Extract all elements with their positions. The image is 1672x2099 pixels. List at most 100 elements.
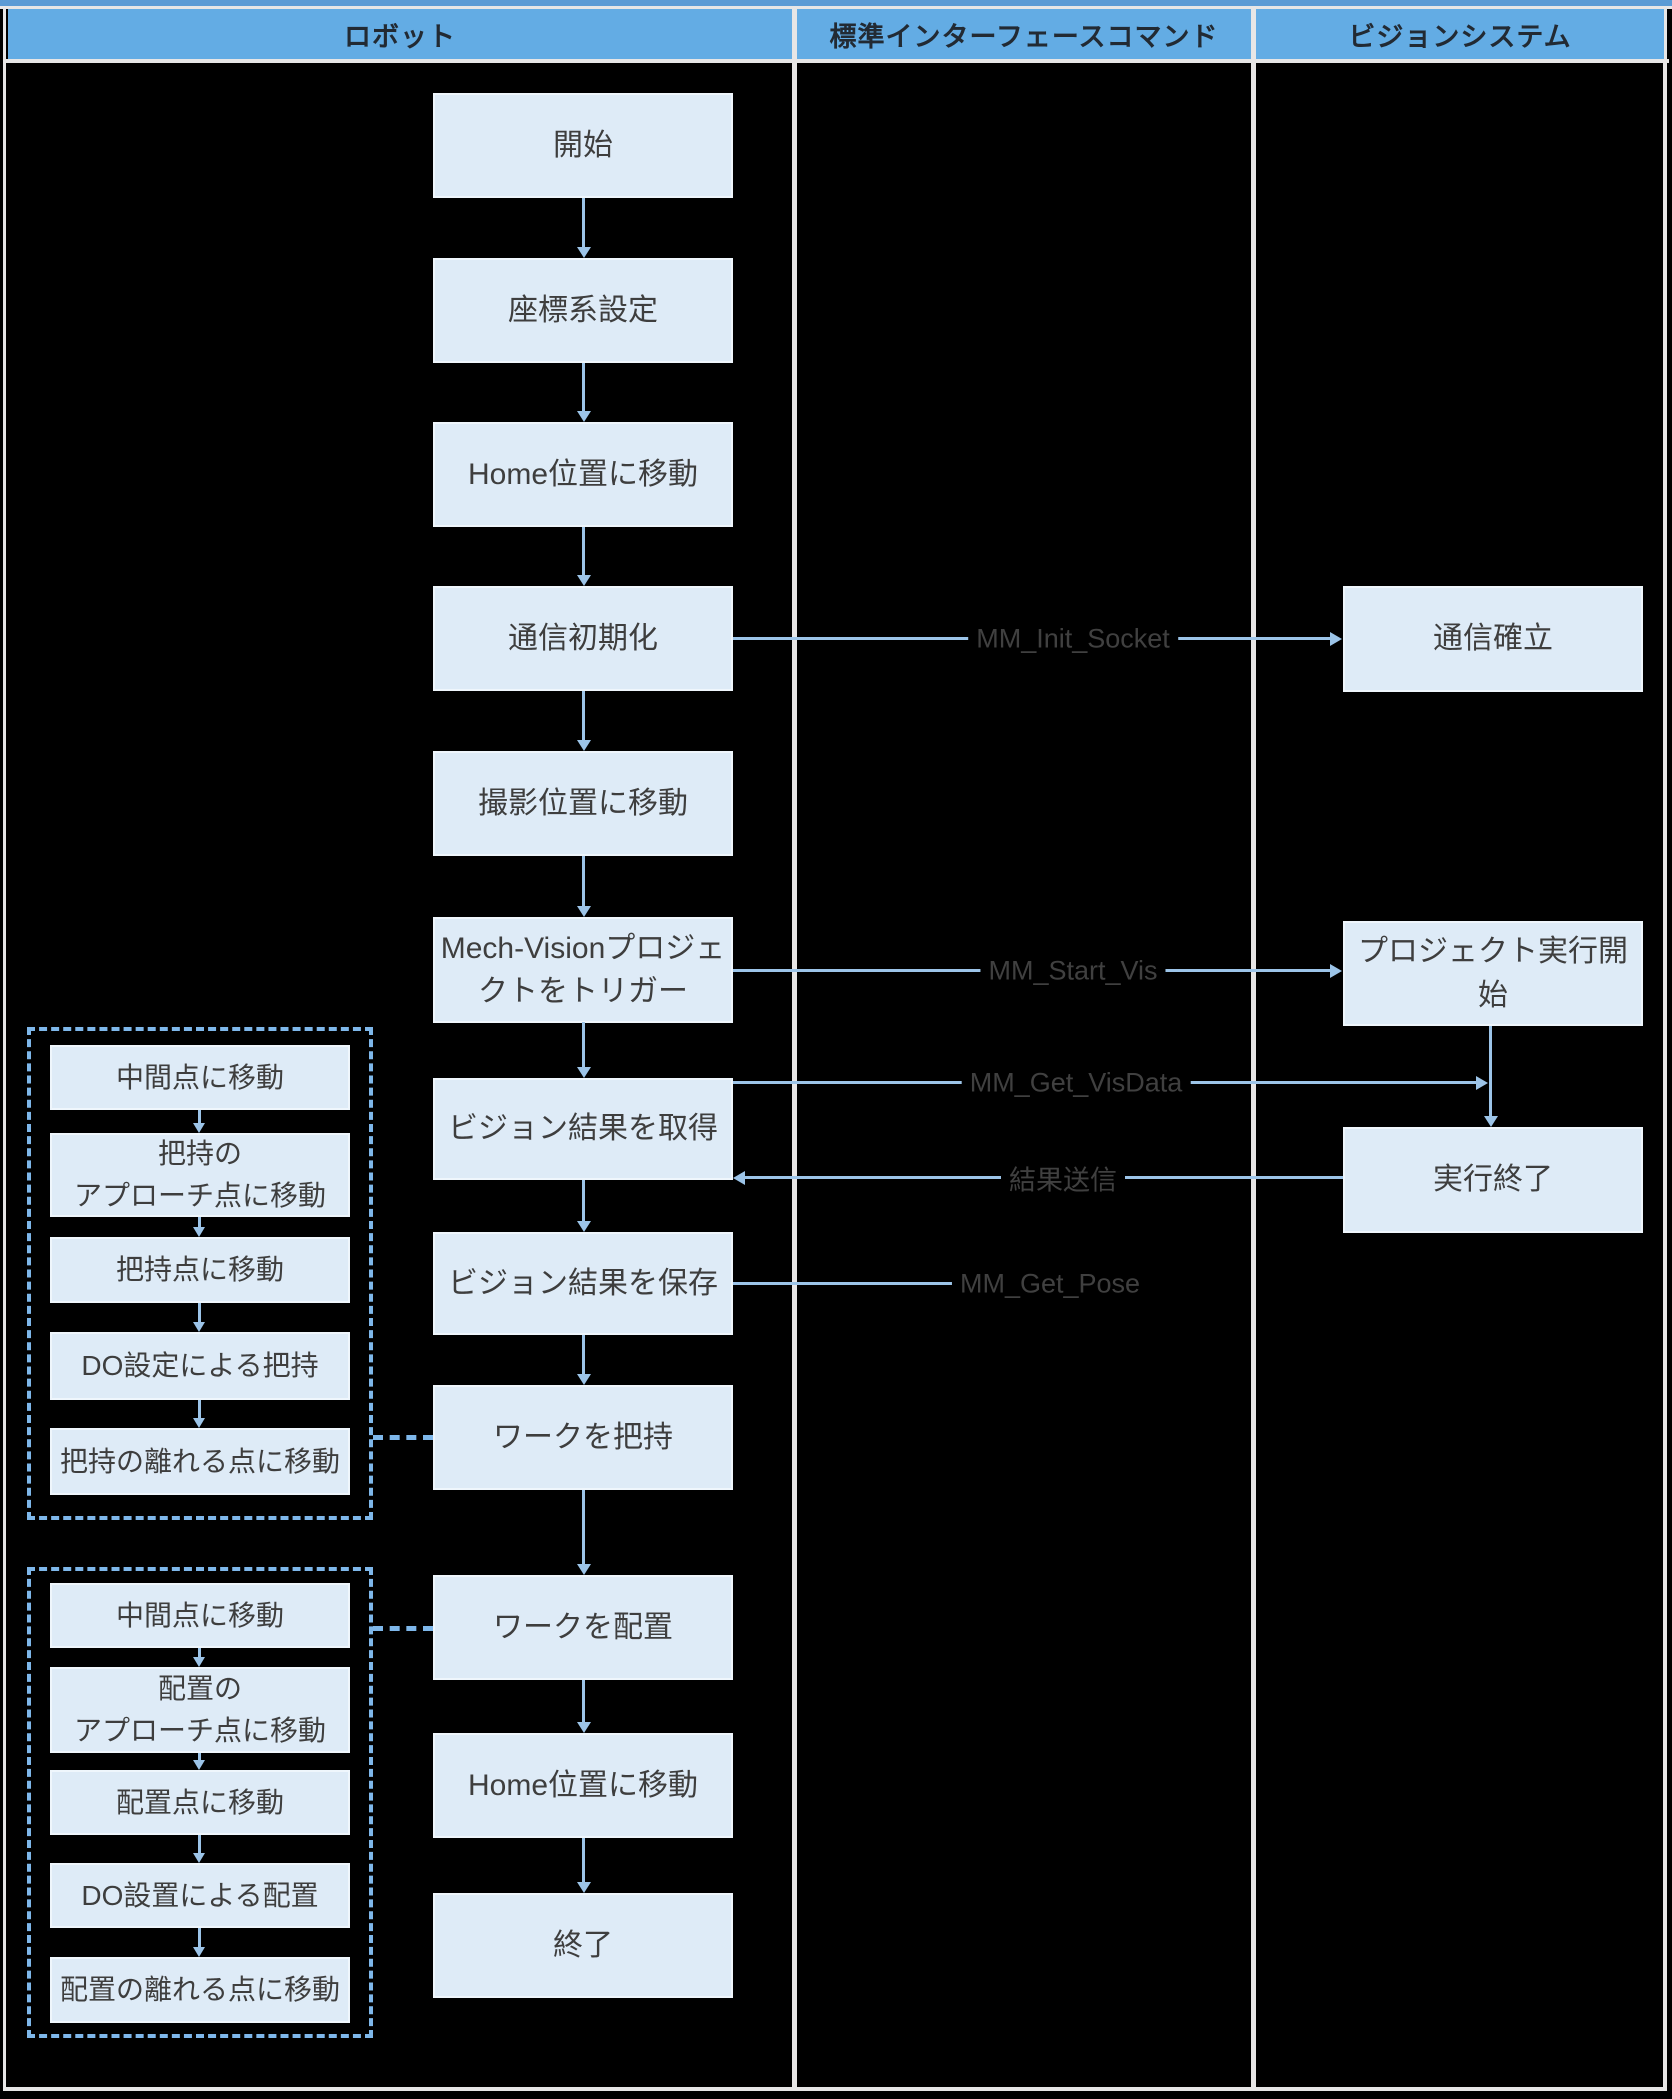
- node-grasp-departure-point-label: 把持の離れる点に移動: [59, 1445, 340, 1477]
- arrowhead-left-icon: [733, 1171, 745, 1185]
- header-label-interface-commands: 標準インターフェースコマンド: [829, 21, 1219, 52]
- arrow-line: [582, 363, 585, 411]
- arrow-line: [198, 1835, 201, 1853]
- node-trigger-mech-vision: Mech-Visionプロジェ クトをトリガー: [433, 917, 733, 1023]
- node-place-departure-point: 配置の離れる点に移動: [50, 1957, 350, 2023]
- header-cell-interface-commands: 標準インターフェースコマンド: [797, 9, 1251, 59]
- arrow-line: [198, 1928, 201, 1947]
- node-grasp-workpiece-label: ワークを把持: [493, 1420, 673, 1454]
- header-label-robot: ロボット: [344, 21, 456, 52]
- frame-top-line: [0, 6, 1672, 9]
- arrowhead-down-icon: [577, 411, 591, 422]
- arrowhead-down-icon: [577, 1067, 591, 1078]
- arrow-line: [582, 1180, 585, 1221]
- node-place-workpiece: ワークを配置: [433, 1575, 733, 1680]
- arrowhead-down-icon: [577, 1882, 591, 1893]
- arrowhead-down-icon: [1484, 1116, 1498, 1127]
- arrowhead-down-icon: [193, 1760, 205, 1770]
- node-init-communication-label: 通信初期化: [508, 621, 658, 655]
- arrow-line: [582, 691, 585, 740]
- arrow-line: [198, 1303, 201, 1322]
- node-get-vision-result-label: ビジョン結果を取得: [448, 1112, 718, 1146]
- node-grasp-point-label: 把持点に移動: [115, 1254, 284, 1285]
- arrow-line: [582, 198, 585, 247]
- node-move-home-1: Home位置に移動: [433, 422, 733, 527]
- node-project-execution-start-label: プロジェクト実行開始: [1358, 935, 1628, 1012]
- arrowhead-right-icon: [1476, 1076, 1488, 1090]
- node-communication-established: 通信確立: [1343, 586, 1643, 692]
- place-group-dashed-box: [27, 1567, 373, 2038]
- connector-mm-get-pose: [733, 1282, 952, 1285]
- arrowhead-down-icon: [193, 1227, 205, 1237]
- node-init-communication: 通信初期化: [433, 586, 733, 691]
- arrow-line: [582, 527, 585, 575]
- node-end-label: 終了: [553, 1928, 613, 1962]
- arrowhead-down-icon: [193, 1947, 205, 1957]
- node-grasp-intermediate-point: 中間点に移動: [50, 1045, 350, 1110]
- frame-right-line: [1663, 6, 1667, 2091]
- arrowhead-down-icon: [577, 247, 591, 258]
- arrowhead-down-icon: [577, 1564, 591, 1575]
- node-place-departure-point-label: 配置の離れる点に移動: [59, 1974, 340, 2005]
- node-set-coordinate-system: 座標系設定: [433, 258, 733, 363]
- arrowhead-down-icon: [577, 1221, 591, 1232]
- arrowhead-down-icon: [577, 906, 591, 917]
- node-get-vision-result: ビジョン結果を取得: [433, 1078, 733, 1180]
- command-label-send-result: 結果送信: [1001, 1156, 1125, 1200]
- node-move-home-2-label: Home位置に移動: [467, 1768, 699, 1802]
- node-execution-finished: 実行終了: [1343, 1127, 1643, 1233]
- arrow-line: [582, 1335, 585, 1374]
- arrow-line: [198, 1753, 201, 1760]
- header-cell-robot: ロボット: [8, 9, 792, 59]
- node-move-home-1-label: Home位置に移動: [467, 457, 699, 491]
- arrowhead-right-icon: [1330, 632, 1342, 646]
- arrowhead-down-icon: [577, 575, 591, 586]
- node-communication-established-label: 通信確立: [1433, 622, 1553, 656]
- arrowhead-down-icon: [577, 1374, 591, 1385]
- header-separator: [3, 59, 1669, 63]
- node-place-approach-point-label: 配置の アプローチ点に移動: [73, 1673, 326, 1746]
- node-start: 開始: [433, 93, 733, 198]
- grasp-group-link-dashed: [373, 1435, 433, 1440]
- node-move-home-2: Home位置に移動: [433, 1733, 733, 1838]
- arrowhead-down-icon: [193, 1657, 205, 1667]
- node-end: 終了: [433, 1893, 733, 1998]
- node-save-vision-result-label: ビジョン結果を保存: [448, 1266, 718, 1300]
- node-grasp-workpiece: ワークを把持: [433, 1385, 733, 1490]
- arrow-line: [1489, 1026, 1492, 1116]
- node-place-by-do-setting-label: DO設置による配置: [81, 1879, 319, 1911]
- arrowhead-down-icon: [577, 740, 591, 751]
- frame-left-line: [3, 6, 6, 2091]
- node-place-intermediate-point: 中間点に移動: [50, 1583, 350, 1648]
- table-top-border: [0, 0, 1672, 6]
- arrow-line: [582, 1838, 585, 1882]
- node-start-label: 開始: [553, 128, 613, 162]
- column-divider-2: [1251, 9, 1256, 2087]
- arrow-line: [582, 1022, 585, 1067]
- header-cell-vision-system: ビジョンシステム: [1256, 9, 1664, 59]
- node-place-workpiece-label: ワークを配置: [493, 1610, 673, 1644]
- node-trigger-mech-vision-label: Mech-Visionプロジェ クトをトリガー: [440, 931, 726, 1009]
- arrow-line: [582, 1680, 585, 1722]
- node-grasp-approach-point: 把持の アプローチ点に移動: [50, 1133, 350, 1217]
- header-label-vision-system: ビジョンシステム: [1348, 21, 1572, 52]
- node-place-approach-point: 配置の アプローチ点に移動: [50, 1667, 350, 1753]
- arrow-line: [198, 1648, 201, 1657]
- arrow-line: [198, 1400, 201, 1418]
- arrowhead-right-icon: [1330, 964, 1342, 978]
- arrowhead-down-icon: [193, 1123, 205, 1133]
- command-label-mm-get-visdata: MM_Get_VisData: [961, 1065, 1191, 1101]
- column-divider-1: [792, 9, 797, 2087]
- arrow-line: [582, 856, 585, 906]
- node-place-by-do-setting: DO設置による配置: [50, 1863, 350, 1928]
- place-group-link-dashed: [373, 1626, 433, 1631]
- node-grasp-point: 把持点に移動: [50, 1237, 350, 1303]
- node-save-vision-result: ビジョン結果を保存: [433, 1232, 733, 1335]
- arrow-line: [198, 1110, 201, 1123]
- arrow-line: [198, 1217, 201, 1227]
- node-grasp-by-do-setting-label: DO設定による把持: [81, 1350, 319, 1381]
- node-grasp-approach-point-label: 把持の アプローチ点に移動: [73, 1138, 326, 1211]
- arrowhead-down-icon: [193, 1418, 205, 1428]
- grasp-group-dashed-box: [27, 1027, 373, 1520]
